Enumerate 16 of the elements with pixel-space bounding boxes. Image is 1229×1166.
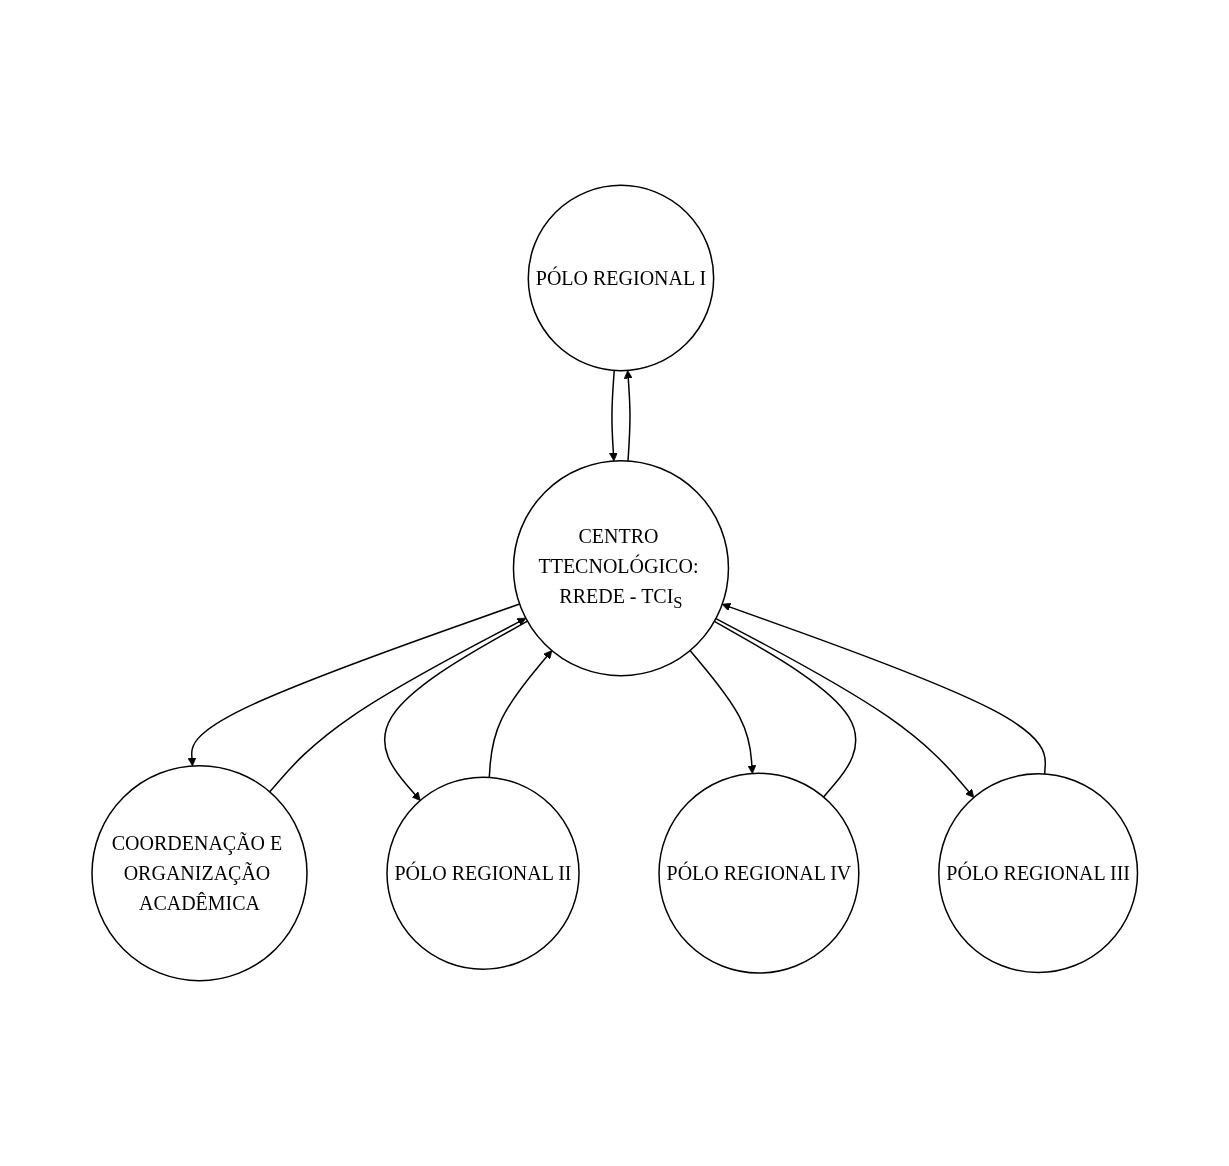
arrow	[714, 617, 974, 798]
arrow	[689, 649, 756, 774]
arrow	[383, 620, 528, 801]
node-circle: PÓLO REGIONAL IV	[658, 772, 860, 974]
arrow	[268, 617, 526, 793]
arrow	[187, 603, 521, 767]
arrow	[488, 650, 552, 779]
node-circle: COORDENAÇÃO E ORGANIZAÇÃO ACADÊMICA	[91, 764, 308, 982]
node-circle: PÓLO REGIONAL III	[937, 773, 1138, 974]
node-circle: PÓLO REGIONAL II	[386, 776, 580, 970]
node-circle: CENTRO TTECNOLÓGICO: RREDE - TCI$_{S}$	[512, 459, 729, 677]
arrow	[608, 369, 618, 462]
arrow	[721, 602, 1046, 775]
arrow	[623, 370, 633, 462]
node-circle: PÓLO REGIONAL I	[527, 184, 715, 372]
connector	[713, 620, 857, 798]
